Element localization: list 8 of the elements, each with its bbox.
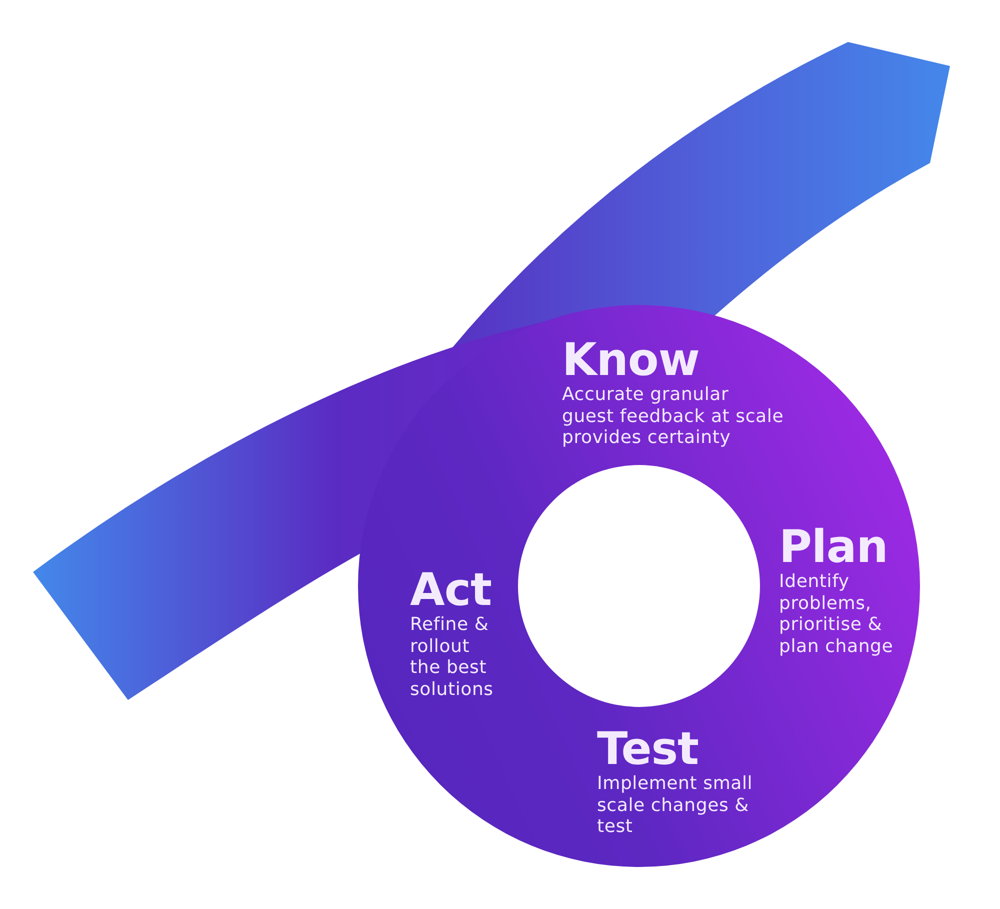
stage-description: Identify problems, prioritise & plan change xyxy=(779,571,894,657)
stage-heading: Know xyxy=(562,336,700,384)
stage-heading: Act xyxy=(410,566,492,614)
stage-description: Refine & rollout the best solutions xyxy=(410,614,494,700)
stage-description: Implement small scale changes & test xyxy=(597,773,754,838)
stage-heading: Plan xyxy=(779,523,888,571)
stage-description: Accurate granular guest feedback at scale provides certainty xyxy=(562,384,785,448)
stage-heading: Test xyxy=(597,725,699,773)
